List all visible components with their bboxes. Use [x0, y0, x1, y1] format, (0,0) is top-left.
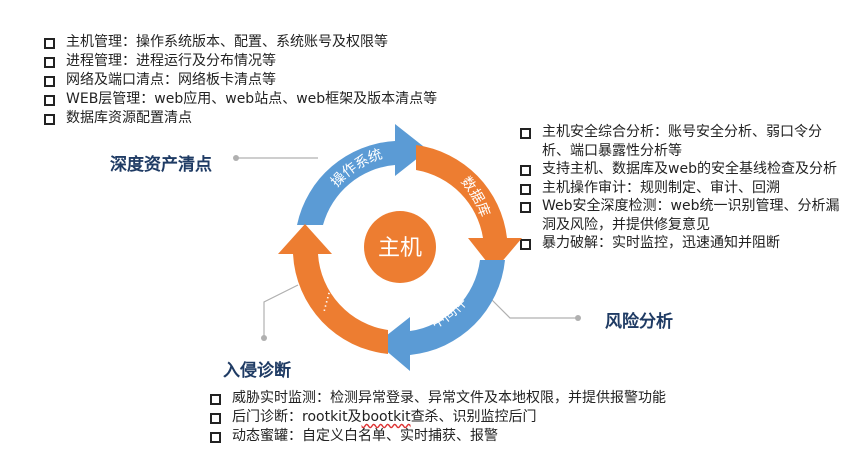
arrow-segment-middleware: [377, 260, 505, 371]
list-item: 进程管理：进程运行及分布情况等: [42, 52, 562, 71]
list-item: 主机安全综合分析：账号安全分析、弱口令分析、端口暴露性分析等: [518, 123, 848, 160]
intrusion-diagnosis-list: 威胁实时监测：检测异常登录、异常文件及本地权限，并提供报警功能 后门诊断：roo…: [208, 389, 848, 446]
list-item: 动态蜜罐：自定义白名单、实时捕获、报警: [208, 427, 848, 446]
connector-dot: [233, 155, 239, 161]
list-item: 主机管理：操作系统版本、配置、系统账号及权限等: [42, 33, 562, 52]
center-label: 主机: [378, 236, 422, 261]
list-item-prefix: 后门诊断：rootkit及: [232, 409, 362, 425]
cycle-arrows: [278, 124, 522, 371]
connector-line: [491, 299, 578, 319]
arrow-segment-db: [416, 145, 522, 271]
list-item: WEB层管理：web应用、web站点、web框架及版本清点等: [42, 90, 562, 109]
list-item: 主机操作审计：规则制定、审计、回溯: [518, 179, 848, 198]
connector-dot: [261, 335, 267, 341]
list-item: 暴力破解：实时监控，迅速通知并阻断: [518, 234, 848, 253]
arrow-segment-os: [297, 124, 428, 225]
spellcheck-underlined-word: bootkit: [361, 409, 411, 425]
list-item: 数据库资源配置清点: [42, 109, 562, 128]
arrow-segment-other: [278, 224, 388, 354]
category-asset-inventory: 深度资产清点: [110, 155, 212, 175]
list-item: 威胁实时监测：检测异常登录、异常文件及本地权限，并提供报警功能: [208, 389, 848, 408]
list-item: Web安全深度检测：web统一识别管理、分析漏洞及风险，并提供修复意见: [518, 197, 848, 234]
list-item: 后门诊断：rootkit及bootkit查杀、识别监控后门: [208, 408, 848, 427]
list-item: 网络及端口清点：网络板卡清点等: [42, 71, 562, 90]
center-circle: [364, 211, 436, 283]
connector-line: [263, 284, 299, 338]
list-item: 支持主机、数据库及web的安全基线检查及分析: [518, 160, 848, 179]
connector-dot: [575, 315, 581, 321]
asset-inventory-list: 主机管理：操作系统版本、配置、系统账号及权限等 进程管理：进程运行及分布情况等 …: [42, 33, 562, 128]
segment-label-other: ……: [314, 285, 335, 314]
connector-lines: [233, 155, 581, 341]
category-risk-analysis: 风险分析: [605, 312, 673, 332]
category-intrusion-diagnosis: 入侵诊断: [223, 361, 291, 381]
list-item-suffix: 查杀、识别监控后门: [410, 409, 537, 425]
risk-analysis-list: 主机安全综合分析：账号安全分析、弱口令分析、端口暴露性分析等 支持主机、数据库及…: [518, 123, 848, 253]
